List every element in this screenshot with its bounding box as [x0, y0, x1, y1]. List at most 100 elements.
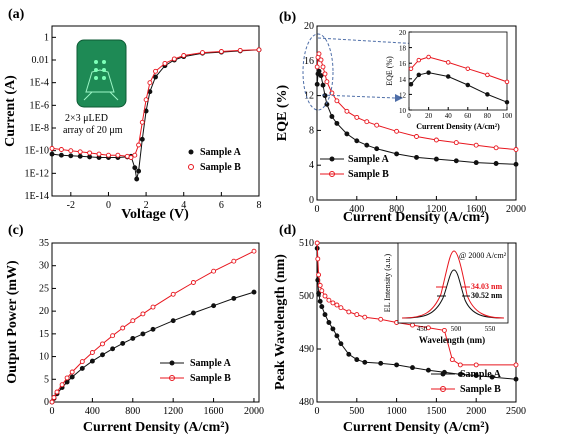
panel-c-ylabel: Output Power (mW) — [5, 260, 20, 384]
panel-b-series-b-point — [314, 64, 320, 70]
panel-b-series-a-point — [322, 93, 328, 99]
panel-d-series-a-point — [513, 376, 519, 382]
panel-a-series-b-point — [68, 148, 74, 154]
panel-a-series-b-point — [115, 152, 121, 158]
panel-b-series-b-point — [513, 147, 519, 152]
panel-d-series-a-line — [316, 248, 517, 380]
panel-b-series-b-point — [394, 128, 400, 134]
panel-a-xtick-label: 4 — [181, 200, 186, 211]
panel-a-series-b-point — [77, 149, 83, 155]
panel-b-inset-series-b-point — [408, 66, 414, 71]
panel-d-inset-spectrum-b — [401, 250, 505, 319]
panel-b-series-a-point — [433, 156, 439, 162]
panel-d-ylabel: Peak Wavelength (nm) — [273, 254, 288, 390]
panel-c-series-b-point — [69, 369, 75, 375]
panel-d-series-b-point — [319, 288, 325, 294]
panel-b-xtick-label: 400 — [349, 204, 364, 215]
panel-b-ytick-label: 12 — [304, 91, 314, 102]
panel-c-plot-frame — [51, 242, 260, 403]
panel-c-legend: Sample A Sample B — [160, 358, 232, 384]
panel-a-series-b-point — [153, 68, 158, 74]
panel-b-label: (b) — [279, 10, 296, 25]
panel-a-series-a-point — [68, 153, 74, 159]
panel-d-series-b-point — [513, 362, 519, 368]
panel-d-series-b-point — [316, 272, 322, 278]
panel-a-series-b-point — [136, 142, 142, 148]
panel-b-series-a-point — [374, 146, 380, 152]
panel-c-series-a-point — [231, 295, 237, 301]
panel-b-series-b-point — [344, 108, 350, 114]
panel-c-series-b-point — [120, 325, 126, 331]
panel-c-data — [49, 248, 257, 405]
panel-a-xtick-label: 2 — [144, 200, 149, 211]
panel-b-inset-series-a-point — [504, 99, 510, 105]
panel-a-series-b-point — [200, 50, 205, 56]
panel-c-series-b-point — [231, 258, 237, 264]
panel-b-series-b-point — [316, 51, 322, 57]
panel-b-inset-ytick-label: 16 — [399, 60, 407, 68]
panel-d-series-b-point — [449, 357, 455, 363]
panel-b-inset-xtick-label: 60 — [464, 112, 472, 120]
panel-b-series-a-point — [513, 161, 519, 167]
panel-d-series-b-point — [334, 302, 340, 308]
panel-a-series-b-point — [162, 60, 168, 66]
panel-b-inset-series-b-point — [485, 72, 490, 78]
panel-d-series-a-point — [473, 373, 479, 378]
panel-c-series-a-point — [150, 326, 156, 332]
panel-a-series-b-point — [139, 119, 145, 125]
panel-d-series-a-point — [334, 333, 340, 339]
panel-d-series-a-point — [362, 359, 368, 365]
panel-d-series-a-point — [326, 320, 332, 325]
panel-b-series-a-point — [344, 131, 350, 137]
panel-b-xtick-label: 1200 — [426, 204, 446, 215]
panel-a-series-b-point — [132, 152, 138, 158]
panel-b-series-a-point — [316, 68, 322, 74]
panel-b-ytick-label: 0 — [309, 195, 314, 206]
panel-a-legend: Sample A Sample B — [188, 147, 242, 173]
panel-d-series-a-point — [346, 351, 352, 357]
panel-d-series-b-point — [457, 362, 463, 368]
panel-d-ytick-label: 490 — [299, 344, 314, 355]
panel-d-series-b-line — [316, 242, 516, 366]
panel-b-legend-b: Sample B — [348, 169, 389, 180]
panel-d-series-b-point — [338, 305, 344, 311]
panel-b-legend: Sample A Sample B — [320, 154, 390, 180]
panel-d-series-b-point — [362, 314, 368, 320]
panel-d-series-b-point — [473, 362, 479, 368]
panel-b-series-b-point — [318, 57, 324, 63]
panel-d-series-b-point — [330, 300, 336, 306]
panel-d-xtick-label: 1000 — [387, 406, 407, 417]
panel-a-series-a-point — [134, 176, 140, 182]
panel-a-ytick-label: 1E-4 — [30, 78, 49, 89]
panel-c-series-b-point — [51, 395, 57, 400]
panel-c-series-b-point — [170, 291, 176, 297]
panel-c-series-a-point — [170, 318, 176, 324]
panel-d-series-b-point — [354, 312, 360, 318]
panel-d-inset-annotation: @ 2000 A/cm² — [459, 251, 507, 260]
panel-a-series-b-point — [218, 49, 224, 54]
panel-c-label: (c) — [8, 223, 24, 238]
panel-c-legend-a: Sample A — [190, 358, 232, 369]
panel-b-series-a-point — [314, 81, 320, 87]
panel-c-series-a-point — [190, 310, 196, 316]
panel-b-series-b-point — [493, 145, 499, 151]
panel-c-series-b-point — [130, 318, 136, 324]
panel-b-data — [314, 51, 519, 167]
panel-b-inset-xtick-label: 40 — [445, 112, 453, 120]
panel-b-series-b-point — [433, 137, 439, 143]
panel-b-series-b-point — [322, 71, 328, 77]
panel-a-ylabel: Current (A) — [3, 75, 18, 147]
panel-d-xtick-label: 1500 — [426, 406, 446, 417]
panel-c-xtick-label: 1600 — [204, 406, 224, 417]
panel-a-xtick-label: 6 — [219, 200, 224, 211]
panel-b-series-b-point — [364, 119, 370, 125]
panel-d-series-a-point — [338, 341, 344, 347]
panel-c-series-b-point — [64, 375, 70, 381]
panel-b-ylabel: EQE (%) — [275, 84, 290, 141]
panel-b-series-b-point — [453, 140, 459, 146]
panel-b-series-b-point — [414, 134, 419, 139]
panel-b-inset-xtick-label: 100 — [502, 112, 513, 120]
